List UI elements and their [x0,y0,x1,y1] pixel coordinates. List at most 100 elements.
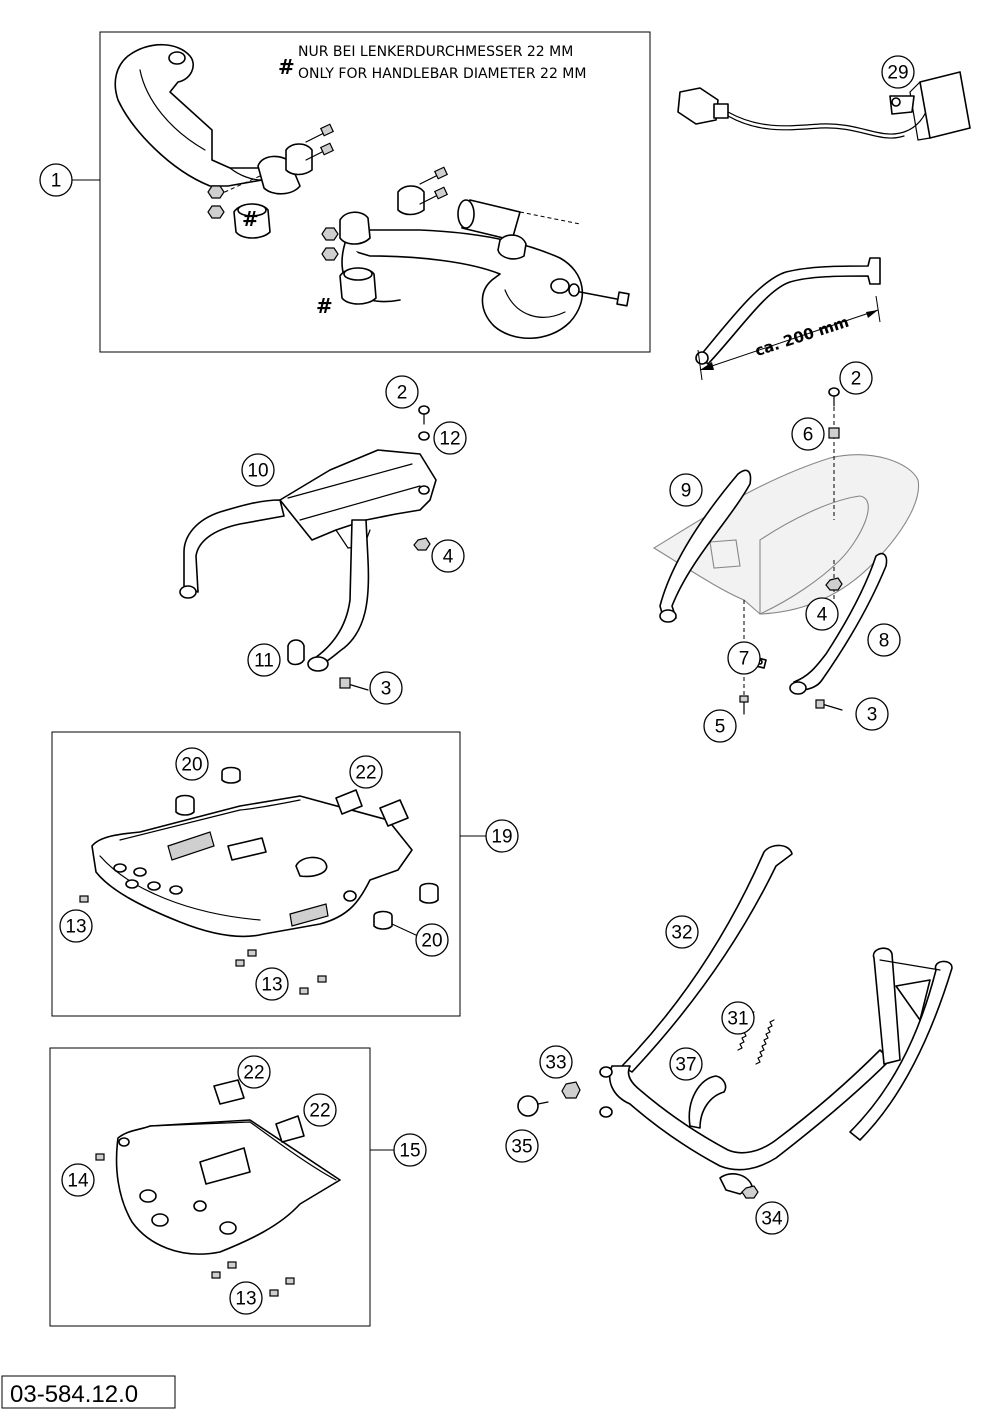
callout-number: 20 [421,931,442,952]
callout-37: 37 [669,1047,703,1081]
callout-number: 13 [261,975,282,996]
callout-7: 7 [727,641,761,675]
skid-plate-19-mounts [79,766,439,995]
callout-number: 15 [399,1141,420,1162]
callout-number: 34 [761,1209,783,1230]
callout-22: 22 [349,755,383,789]
callout-35: 35 [505,1129,539,1163]
callout-20: 20 [415,923,449,957]
stand-small-parts [517,1081,759,1199]
left-clamp-bolts [207,123,335,219]
callout-number: 32 [671,923,692,944]
callout-4: 4 [431,539,465,573]
callout-number: 9 [681,481,692,502]
cable-harness-29 [677,71,971,141]
callout-number: 35 [511,1137,532,1158]
callout-number: 10 [247,461,268,482]
callout-number: 22 [355,763,376,784]
bash-plate-15 [95,1079,341,1297]
callout-number: 13 [235,1289,256,1310]
callout-number: 22 [243,1063,264,1084]
callout-33: 33 [539,1045,573,1079]
callout-number: 13 [65,917,86,938]
left-adapter-sleeve: # [233,203,271,239]
callout-number: 22 [309,1101,330,1122]
callout-number: 1 [51,171,62,192]
callout-2: 2 [839,361,873,395]
callout-number: 4 [817,605,828,626]
luggage-rack-10 [179,449,437,672]
callout-number: 2 [851,369,862,390]
right-adapter-sleeve: # [316,267,377,318]
callout-29: 29 [881,55,915,89]
callout-number: 31 [727,1009,748,1030]
left-hand-guard [114,44,263,187]
rear-fender-9 [652,400,920,710]
callout-5: 5 [703,709,737,743]
callout-number: 11 [254,651,274,672]
callout-11: 11 [247,643,281,677]
callout-13: 13 [59,909,93,943]
skid-plate-19 [91,795,413,938]
callout-13: 13 [229,1281,263,1315]
callout-number: 33 [545,1053,566,1074]
right-end-bolt [550,278,630,307]
hash-mark-left: # [242,207,259,231]
callout-3: 3 [855,697,889,731]
drawing-number: 03-584.12.0 [10,1381,138,1408]
callout-32: 32 [665,915,699,949]
callout-number: 4 [443,547,454,568]
stand-bracket-37 [688,1075,727,1129]
rack-small-parts [287,405,431,691]
callout-19: 19 [485,819,519,853]
callout-6: 6 [791,417,825,451]
callout-number: 3 [867,705,878,726]
callout-number: 19 [491,827,512,848]
support-bar-with-dimension: ca. 200 mm [695,257,881,381]
callout-9: 9 [669,473,703,507]
callout-1: 1 [39,163,73,197]
callout-4: 4 [805,597,839,631]
bash-plate-group-frame [49,1047,371,1327]
callout-14: 14 [61,1163,95,1197]
hash-mark-right: # [316,294,333,318]
note-line-german: NUR BEI LENKERDURCHMESSER 22 MM [298,44,573,60]
callout-number: 8 [879,631,890,652]
callout-number: 7 [739,649,750,670]
callout-number: 3 [381,679,392,700]
callout-34: 34 [755,1201,789,1235]
drawing-number-box [1,1375,176,1409]
fender-brace-9 [659,469,752,623]
right-clamp [339,185,425,245]
right-clamp-bolts [321,166,449,261]
callout-15: 15 [393,1133,427,1167]
callout-number: 12 [439,429,460,450]
callout-22: 22 [237,1055,271,1089]
callout-12: 12 [433,421,467,455]
center-stand-32 [599,844,953,1195]
note-line-english: ONLY FOR HANDLEBAR DIAMETER 22 MM [298,66,586,82]
dimension-label: ca. 200 mm [753,313,852,360]
right-hand-guard [341,199,584,340]
callout-31: 31 [721,1001,755,1035]
hand-guard-group-frame [99,31,651,353]
skid-plate-group-frame [51,731,461,1017]
callout-3: 3 [369,671,403,705]
callout-number: 2 [397,383,408,404]
callout-number: 6 [803,425,814,446]
callout-8: 8 [867,623,901,657]
callout-13: 13 [255,967,289,1001]
callout-number: 20 [181,755,202,776]
callout-number: 37 [675,1055,696,1076]
note-hash-marker: # [278,55,295,79]
callout-number: 14 [67,1171,89,1192]
callout-number: 29 [887,63,908,84]
callout-10: 10 [241,453,275,487]
left-clamp [257,143,313,195]
callout-20: 20 [175,747,209,781]
callout-2: 2 [385,375,419,409]
callout-22: 22 [303,1093,337,1127]
callout-number: 5 [715,717,726,738]
